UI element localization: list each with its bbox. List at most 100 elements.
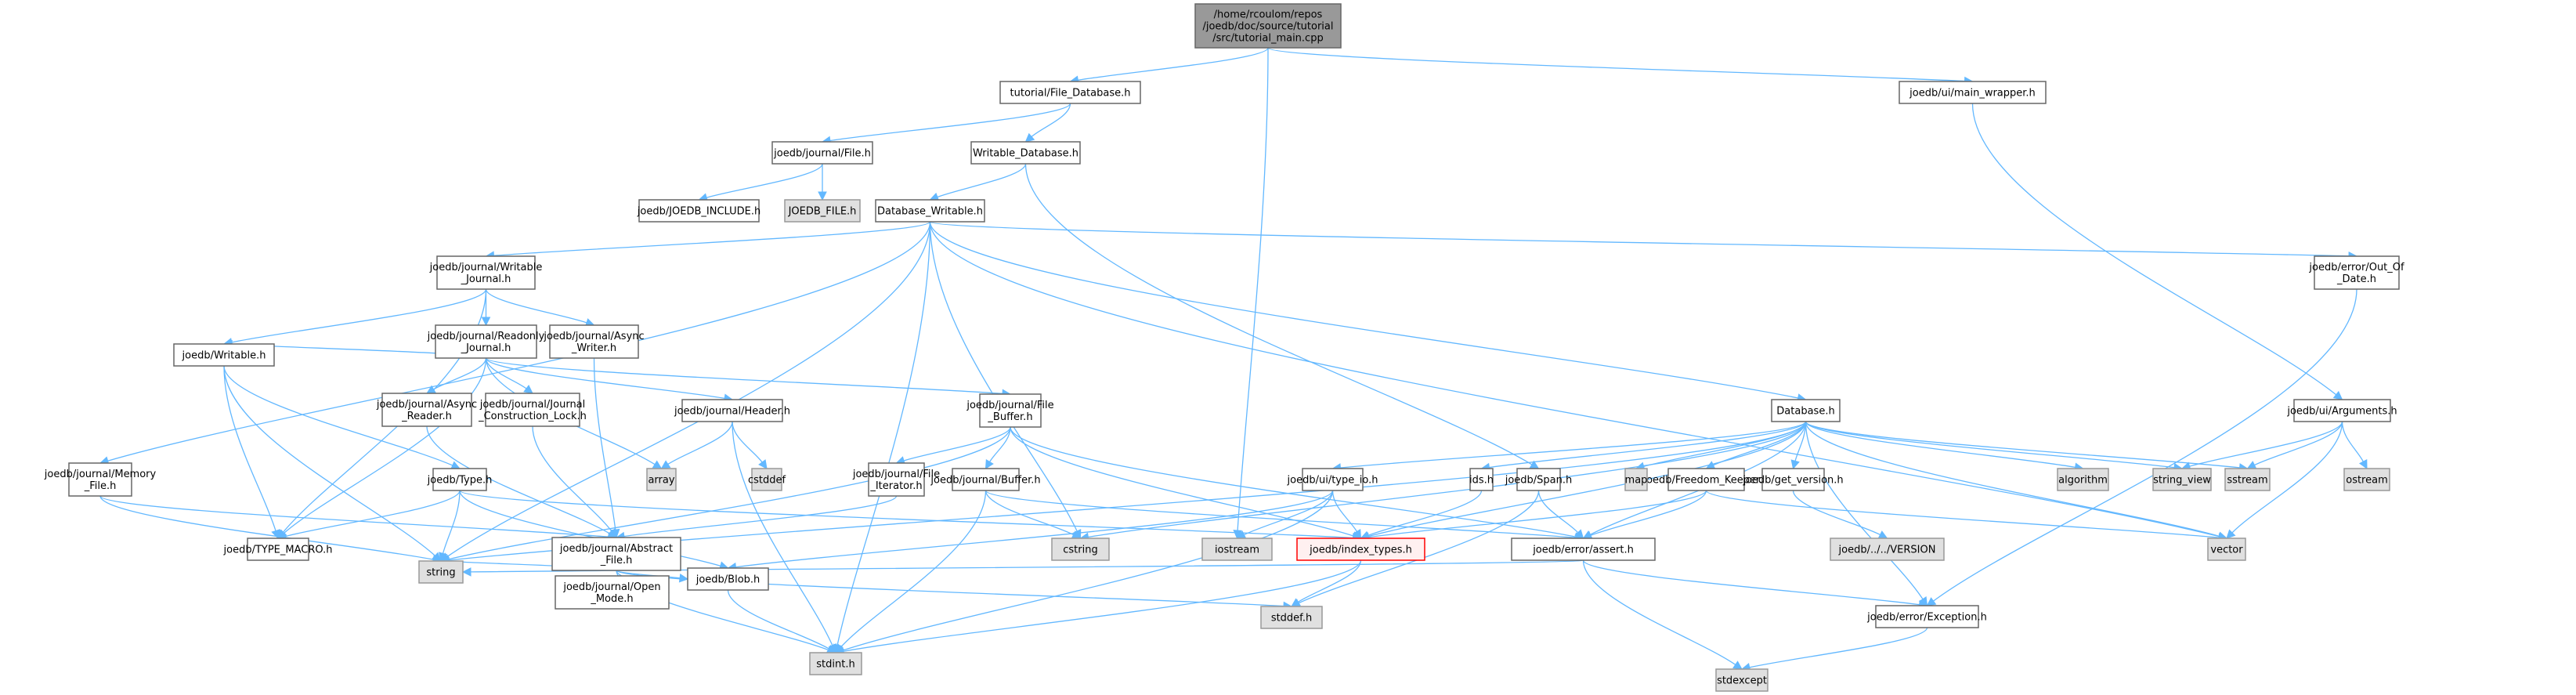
arrowhead-icon	[2246, 461, 2257, 469]
node-type-io[interactable]: joedb/ui/type_io.h	[1287, 468, 1378, 491]
edge-database_writable-to-out_of_date	[929, 221, 2358, 261]
node-box	[868, 462, 925, 497]
edge-freedom_keeper-to-assert	[1582, 490, 1707, 540]
node-database-writable[interactable]: Database_Writable.h	[875, 199, 985, 223]
edge-journal_file-to-joedb_file	[818, 164, 827, 201]
node-label: _Buffer.h	[987, 411, 1032, 423]
edge-arguments-to-ostream	[2341, 421, 2368, 469]
node-box	[1302, 468, 1364, 491]
node-journal-file[interactable]: joedb/journal/File.h	[771, 141, 873, 165]
node-writable-journal[interactable]: joedb/journal/Writable_Journal.h	[429, 255, 543, 290]
node-header[interactable]: joedb/journal/Header.h	[674, 399, 790, 422]
node-label: algorithm	[2058, 475, 2108, 487]
node-sstream: sstream	[2224, 468, 2271, 491]
node-box	[646, 468, 677, 491]
node-joedb-include[interactable]: joedb/JOEDB_INCLUDE.h	[637, 199, 761, 223]
node-label: joedb/Type.h	[427, 475, 493, 487]
node-file-iterator[interactable]: joedb/journal/File_Iterator.h	[852, 462, 940, 497]
node-assert[interactable]: joedb/error/assert.h	[1511, 538, 1656, 561]
node-exception[interactable]: joedb/error/Exception.h	[1866, 605, 1987, 628]
node-box	[809, 652, 862, 675]
node-open-mode[interactable]: joedb/journal/Open_Mode.h	[555, 575, 670, 610]
nodes-layer: /home/rcoulom/repos/joedb/doc/source/tut…	[44, 3, 2404, 692]
node-label: joedb/journal/Open	[562, 581, 660, 593]
node-label: _Mode.h	[590, 593, 633, 605]
node-box	[952, 468, 1020, 491]
node-box	[2224, 468, 2271, 491]
node-label: joedb/journal/File.h	[773, 148, 871, 160]
node-box	[687, 567, 769, 591]
node-box	[1201, 538, 1273, 561]
arrowhead-icon	[660, 460, 671, 469]
node-version: joedb/../../VERSION	[1830, 538, 1945, 561]
edge-main-to-main_wrapper	[1267, 47, 1974, 86]
node-label: joedb/Writable.h	[182, 350, 266, 362]
arrowhead-icon	[758, 459, 768, 469]
node-box	[1469, 468, 1494, 491]
node-writable[interactable]: joedb/Writable.h	[173, 343, 275, 367]
node-readonly-journal[interactable]: joedb/journal/Readonly_Journal.h	[427, 324, 545, 359]
node-writable-database[interactable]: Writable_Database.h	[970, 141, 1081, 165]
edge-file_buffer-to-buffer	[985, 426, 1011, 469]
node-label: /joedb/doc/source/tutorial	[1202, 21, 1333, 33]
node-label: sstream	[2227, 475, 2267, 487]
arrowhead-icon	[1790, 459, 1800, 470]
node-out-of-date[interactable]: joedb/error/Out_Of_Date.h	[2308, 255, 2404, 290]
node-box	[638, 199, 760, 223]
node-database[interactable]: Database.h	[1771, 399, 1841, 422]
edge-arguments-to-string_view	[2180, 421, 2343, 471]
node-box	[2152, 468, 2212, 491]
node-label: joedb/TYPE_MACRO.h	[223, 545, 333, 556]
arrowhead-icon	[2226, 529, 2236, 539]
node-string: string	[418, 560, 464, 584]
node-box	[1511, 538, 1656, 561]
node-abstract-file[interactable]: joedb/journal/Abstract_File.h	[551, 537, 681, 571]
arrowhead-icon	[818, 191, 827, 201]
node-label: joedb/Span.h	[1505, 475, 1573, 487]
edge-readonly_journal-to-type_macro	[277, 357, 487, 539]
node-label: map	[1625, 475, 1648, 487]
node-arguments[interactable]: joedb/ui/Arguments.h	[2286, 399, 2397, 422]
node-label: joedb/get_version.h	[1742, 475, 1843, 487]
node-buffer[interactable]: joedb/journal/Buffer.h	[930, 468, 1041, 491]
node-label: joedb/../../VERSION	[1838, 545, 1936, 556]
edge-freedom_keeper-to-index_types	[1360, 490, 1707, 542]
node-box	[1296, 538, 1425, 561]
node-label: joedb/journal/Async	[543, 331, 644, 342]
arrowhead-icon	[1926, 597, 1937, 606]
edge-file_buffer-to-file_iterator	[895, 426, 1011, 465]
node-file-database[interactable]: tutorial/File_Database.h	[999, 81, 1141, 104]
node-main[interactable]: /home/rcoulom/repos/joedb/doc/source/tut…	[1194, 3, 1342, 49]
node-freedom-keeper[interactable]: joedb/Freedom_Keeper.h	[1642, 468, 1769, 491]
edge-arguments-to-sstream	[2246, 421, 2343, 469]
node-type[interactable]: joedb/Type.h	[427, 468, 493, 491]
node-box	[436, 255, 536, 290]
node-ids[interactable]: ids.h	[1469, 468, 1494, 491]
node-type-macro[interactable]: joedb/TYPE_MACRO.h	[223, 538, 333, 561]
node-cstring: cstring	[1051, 538, 1110, 561]
node-label: array	[648, 475, 674, 487]
node-construction-lock[interactable]: joedb/journal/Journal_Construction_Lock.…	[478, 393, 587, 427]
node-box	[1899, 81, 2047, 104]
node-box	[2293, 399, 2391, 422]
edge-get_version-to-version	[1792, 490, 1888, 539]
edge-database-to-sstream	[1805, 421, 2249, 472]
edge-header-to-stdint	[732, 421, 837, 654]
edge-database_writable-to-writable_journal	[485, 221, 931, 260]
edge-header-to-cstddef	[732, 421, 768, 469]
node-memory-file[interactable]: joedb/journal/Memory_File.h	[44, 462, 157, 497]
node-span[interactable]: joedb/Span.h	[1505, 468, 1573, 491]
edge-header-to-array	[660, 421, 733, 469]
node-index-types[interactable]: joedb/index_types.h	[1296, 538, 1425, 561]
edge-journal_file-to-joedb_include	[698, 163, 823, 202]
node-file-buffer[interactable]: joedb/journal/File_Buffer.h	[966, 393, 1054, 428]
node-map: map	[1624, 468, 1648, 491]
node-async-reader[interactable]: joedb/journal/Async_Reader.h	[376, 393, 477, 427]
node-async-writer[interactable]: joedb/journal/Async_Writer.h	[543, 324, 645, 359]
node-label: cstddef	[748, 475, 786, 487]
node-main-wrapper[interactable]: joedb/ui/main_wrapper.h	[1899, 81, 2047, 104]
node-blob[interactable]: joedb/Blob.h	[687, 567, 769, 591]
arrowhead-icon	[461, 567, 471, 577]
node-get-version[interactable]: joedb/get_version.h	[1742, 468, 1844, 491]
arrowhead-icon	[481, 317, 491, 327]
